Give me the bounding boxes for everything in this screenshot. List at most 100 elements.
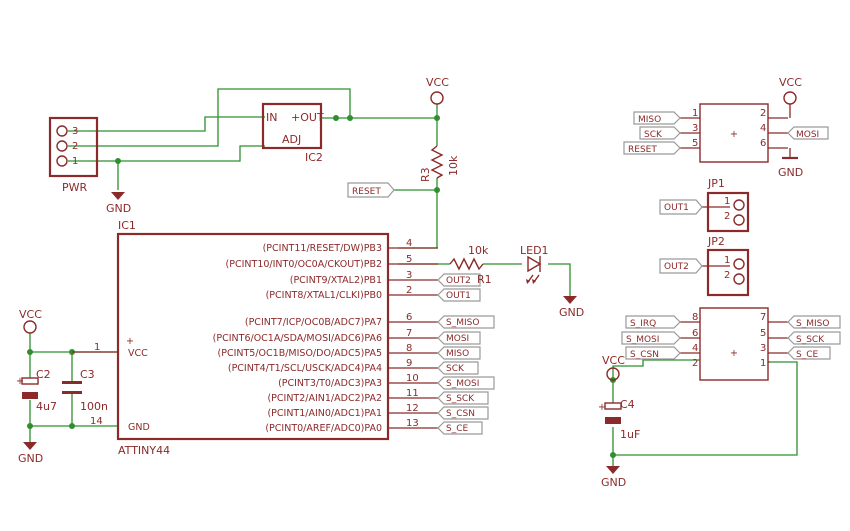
- led1: LED1: [520, 244, 549, 284]
- ic1-pin-label: (PCINT1/AIN0/ADC1)PA1: [267, 408, 382, 419]
- radio-pin-6: 6: [692, 328, 698, 339]
- vcc-label-isp: VCC: [779, 76, 802, 89]
- ic1-net-flag: S_MISO: [446, 318, 479, 328]
- radio-flag-s-ce: S_CE: [796, 350, 818, 360]
- jp1-pin-2: 2: [724, 211, 730, 222]
- ic1-pin-list: (PCINT11/RESET/DW)PB3 4 (PCINT10/INT0/OC0A…: [213, 238, 438, 434]
- gnd-label-led: GND: [559, 306, 584, 319]
- ic1-net-flag-box: [437, 406, 489, 420]
- radio-header-body: [699, 307, 769, 381]
- radio-pin-1: 1: [760, 358, 766, 369]
- isp-pin-4: 4: [760, 123, 766, 134]
- isp-header: + 1 3 5 2 4 6 MISO SCK RESET MOSI: [623, 103, 829, 163]
- ic1-pin-number: 4: [406, 238, 412, 249]
- ic1-net-flag-box: [437, 421, 483, 435]
- vcc-label-left: VCC: [19, 308, 42, 321]
- ic2-body: [261, 102, 323, 150]
- r1-name: R1: [477, 273, 492, 286]
- vcc-label-top: VCC: [426, 76, 449, 89]
- radio-flag-s-mosi: S_MOSI: [626, 335, 659, 345]
- c3-capacitor: C3 100n: [62, 368, 108, 413]
- ic1-pin-label: (PCINT10/INT0/OC0A/CKOUT)PB2: [226, 259, 382, 270]
- radio-plus: +: [730, 348, 738, 359]
- ic1-net-flag: S_CE: [446, 424, 468, 434]
- jp1-header: 1 2 JP1 OUT1: [659, 177, 750, 233]
- jp2-pin-1: 1: [724, 255, 730, 266]
- radio-flag-s-csn: S_CSN: [630, 350, 659, 360]
- pwr-pin-2: 2: [72, 141, 78, 152]
- ic1-pin-number: 12: [406, 403, 419, 414]
- junctions: [27, 115, 616, 458]
- led1-name: LED1: [520, 244, 549, 257]
- vcc-symbol-isp: VCC: [779, 76, 802, 118]
- ic1-net-flag-box: [437, 288, 481, 302]
- isp-pin-1: 1: [692, 108, 698, 119]
- isp-plus: +: [730, 129, 738, 140]
- ic1-net-flag-box: [437, 273, 481, 287]
- ic1-net-flag-box: [437, 391, 489, 405]
- c2-name: C2: [36, 368, 51, 381]
- c3-name: C3: [80, 368, 95, 381]
- radio-pin-8: 8: [692, 312, 698, 323]
- ic1-net-flag-box: [437, 361, 479, 375]
- isp-pin-2: 2: [760, 108, 766, 119]
- ic1-vcc-pin: 1: [94, 342, 100, 353]
- c4-capacitor: + C4 1uF: [598, 398, 640, 441]
- ic1-pin-label: (PCINT0/AREF/ADC0)PA0: [265, 423, 382, 434]
- r1-value: 10k: [468, 244, 489, 257]
- gnd-symbol-left: GND: [18, 442, 43, 465]
- isp-pin-5: 5: [692, 138, 698, 149]
- radio-pin-7: 7: [760, 312, 766, 323]
- ic1-pin-number: 2: [406, 285, 412, 296]
- radio-pin-3: 3: [760, 343, 766, 354]
- jp1-flag: OUT1: [664, 203, 689, 213]
- ic1-body: [116, 232, 390, 441]
- radio-flag-s-sck: S_SCK: [796, 335, 825, 345]
- jp2-pin-2: 2: [724, 270, 730, 281]
- radio-pin-2: 2: [692, 358, 698, 369]
- radio-flag-s-miso: S_MISO: [796, 319, 829, 329]
- ic1-net-flag: MISO: [446, 349, 469, 359]
- isp-pin-6: 6: [760, 138, 766, 149]
- ic1-pin-label: (PCINT11/RESET/DW)PB3: [263, 243, 382, 254]
- ic1-net-flags: OUT2OUT1S_MISOMOSIMISOSCKS_MOSIS_SCKS_CS…: [437, 273, 495, 435]
- c4-plus: +: [598, 402, 606, 413]
- c2-capacitor: + C2 4u7: [16, 368, 57, 413]
- r3-name: R3: [419, 167, 432, 182]
- c4-name: C4: [620, 398, 635, 411]
- pwr-header: 3 2 1 PWR: [48, 116, 99, 194]
- radio-pin-5: 5: [760, 328, 766, 339]
- reset-flag-label: RESET: [352, 187, 381, 197]
- ic1-gnd-pin: 14: [90, 416, 103, 427]
- ic1-pin-number: 13: [406, 418, 419, 429]
- ic1-net-flag: S_SCK: [446, 394, 475, 404]
- ic1-net-flag: OUT1: [446, 291, 471, 301]
- isp-flag-miso: MISO: [638, 115, 661, 125]
- ic1-net-flag: S_MOSI: [446, 379, 479, 389]
- c2-plus: +: [16, 376, 24, 387]
- r3-resistor: R3 10k: [419, 145, 460, 182]
- pwr-pin-3: 3: [72, 126, 78, 137]
- ic1-pin-label: (PCINT3/T0/ADC3)PA3: [278, 378, 382, 389]
- ic1-pin-number: 5: [406, 254, 412, 265]
- c2-value: 4u7: [36, 400, 57, 413]
- r3-value: 10k: [447, 155, 460, 176]
- ic1-pin-number: 6: [406, 312, 412, 323]
- ic1-attiny44: IC1 ATTINY44 + VCC GND 1 14 (PCINT11/RES…: [72, 219, 495, 457]
- reset-flag: RESET: [347, 182, 395, 198]
- ic1-pin-label: (PCINT8/XTAL1/CLKI)PB0: [266, 290, 382, 301]
- ic1-pin-number: 8: [406, 343, 412, 354]
- isp-pin-3: 3: [692, 123, 698, 134]
- ic1-pin-number: 11: [406, 388, 419, 399]
- ic1-pin-label: (PCINT2/AIN1/ADC2)PA2: [267, 393, 382, 404]
- c3-value: 100n: [80, 400, 108, 413]
- gnd-symbol-radio: GND: [601, 466, 626, 489]
- radio-header: + 8 6 4 2 7 5 3 1 S_IRQ S_MOSI S_CSN S_M…: [621, 307, 841, 381]
- r1-resistor: 10k R1: [449, 244, 492, 286]
- jp2-body: [706, 248, 750, 297]
- ic2-in-label: IN: [266, 111, 277, 124]
- ic1-pin-number: 9: [406, 358, 412, 369]
- ic1-net-flag: S_CSN: [446, 409, 475, 419]
- vcc-label-radio: VCC: [602, 354, 625, 367]
- pwr-pin-1: 1: [72, 156, 78, 167]
